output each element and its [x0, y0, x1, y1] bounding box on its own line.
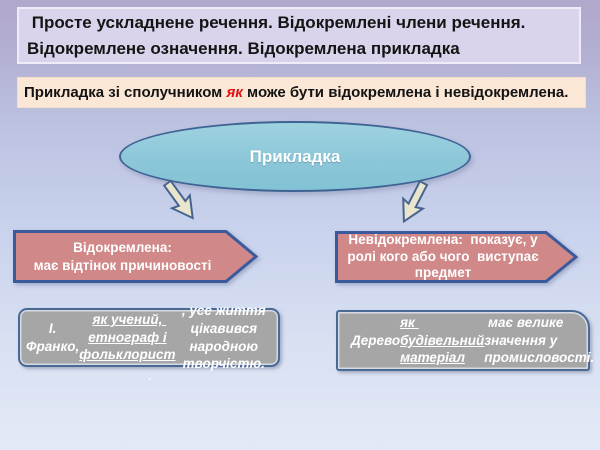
- root-node-ellipse: Прикладка: [119, 121, 471, 192]
- title-box: Просте ускладнене речення. Відокремлені …: [17, 7, 581, 64]
- left-example-box: І. Франко, як учений, етнограф і фолькло…: [18, 303, 280, 371]
- arrow-down-left-icon: [162, 179, 194, 220]
- stray-dot: .: [148, 369, 152, 383]
- right-branch-shape: [335, 231, 578, 283]
- note-text: Прикладка зі сполучником як може бути ві…: [24, 84, 569, 101]
- root-node-label: Прикладка: [249, 146, 341, 166]
- note-box: Прикладка зі сполучником як може бути ві…: [17, 77, 586, 108]
- right-example-box: Дерево як будівельний матеріал має велик…: [336, 310, 594, 371]
- arrow-down-right-icon: [402, 179, 429, 224]
- slide-title: Просте ускладнене речення. Відокремлені …: [27, 13, 526, 58]
- left-branch-label: Відокремлена: має відтінок причиновості: [33, 239, 212, 273]
- left-branch-shape: [13, 230, 258, 283]
- right-branch-label: Невідокремлена: показує, у ролі кого або…: [347, 231, 539, 281]
